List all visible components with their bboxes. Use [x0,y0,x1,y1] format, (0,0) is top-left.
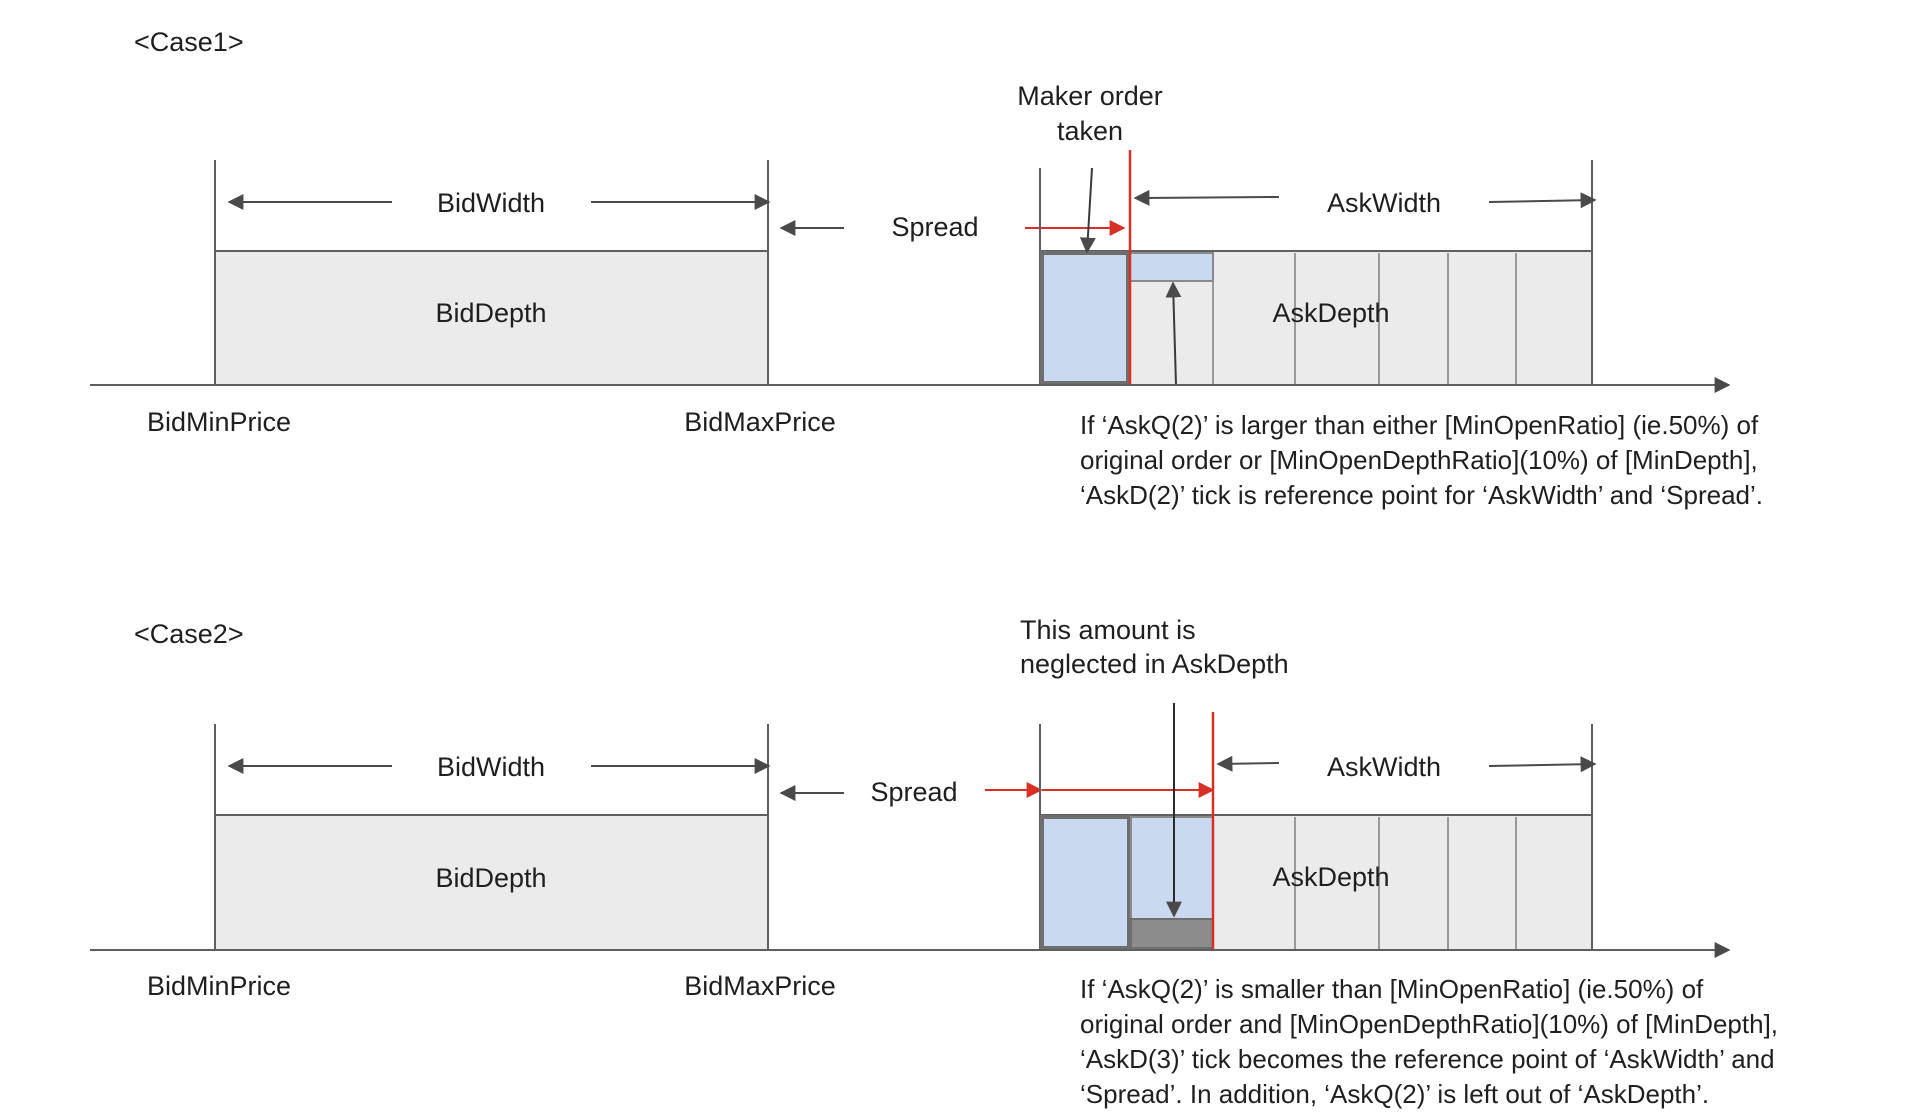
case1-ask-depth-label: AskDepth [1272,298,1389,328]
case1-maker-order-taken-block [1040,251,1130,385]
case1-note-line2: original order or [MinOpenDepthRatio](10… [1080,445,1758,475]
case1-ask-width-label: AskWidth [1327,188,1441,218]
case1-ask-width-arrow-left [1133,189,1280,206]
case2-spread-label: Spread [870,777,957,807]
case2-note-line4: ‘Spread’. In addition, ‘AskQ(2)’ is left… [1080,1079,1709,1109]
case2-bid-depth-block [214,814,769,951]
case1-bid-depth-label: BidDepth [435,298,546,328]
case2-maker-order-taken-block [1040,815,1131,950]
case1-bid-width-label: BidWidth [437,188,545,218]
case2-bid-width-label: BidWidth [437,752,545,782]
case1-title: <Case1> [134,27,244,57]
case2-group: <Case2> BidDepth BidWidth Spread AskDept… [90,615,1778,1109]
case2-ask-width-label: AskWidth [1327,752,1441,782]
case1-callout-line1: Maker order [1017,81,1163,111]
case1-askq2-pointer-arrow [1165,281,1182,386]
case2-neglected-amount-block [1130,918,1214,949]
case1-callout-line2: taken [1057,116,1123,146]
case2-bid-max-price-label: BidMaxPrice [684,971,836,1001]
case2-ask-width-arrow-right [1488,756,1597,773]
case2-title: <Case2> [134,619,244,649]
case2-note-line2: original order and [MinOpenDepthRatio](1… [1080,1009,1778,1039]
case1-askq2-block [1129,252,1214,282]
case1-bid-min-price-label: BidMinPrice [147,407,291,437]
case2-bid-depth-label: BidDepth [435,863,546,893]
case1-note-line3: ‘AskD(2)’ tick is reference point for ‘A… [1080,480,1763,510]
case2-ask-depth-label: AskDepth [1272,862,1389,892]
case1-note-line1: If ‘AskQ(2)’ is larger than either [MinO… [1080,410,1759,440]
case1-bid-depth-block [214,250,769,386]
case1-bid-max-price-label: BidMaxPrice [684,407,836,437]
case2-callout-line1: This amount is [1020,615,1196,645]
case2-bid-min-price-label: BidMinPrice [147,971,291,1001]
case2-callout-line2: neglected in AskDepth [1020,649,1289,679]
case1-ask-width-arrow-right [1488,192,1597,209]
case1-group: <Case1> BidDepth BidWidth Spread AskDept… [90,27,1763,510]
case2-ask-width-arrow-left [1216,755,1280,772]
case2-note-line3: ‘AskD(3)’ tick becomes the reference poi… [1080,1044,1775,1074]
case2-note-line1: If ‘AskQ(2)’ is smaller than [MinOpenRat… [1080,974,1704,1004]
case2-askq2-block [1130,816,1214,920]
case1-spread-label: Spread [891,212,978,242]
case1-callout-arrow [1079,167,1096,254]
